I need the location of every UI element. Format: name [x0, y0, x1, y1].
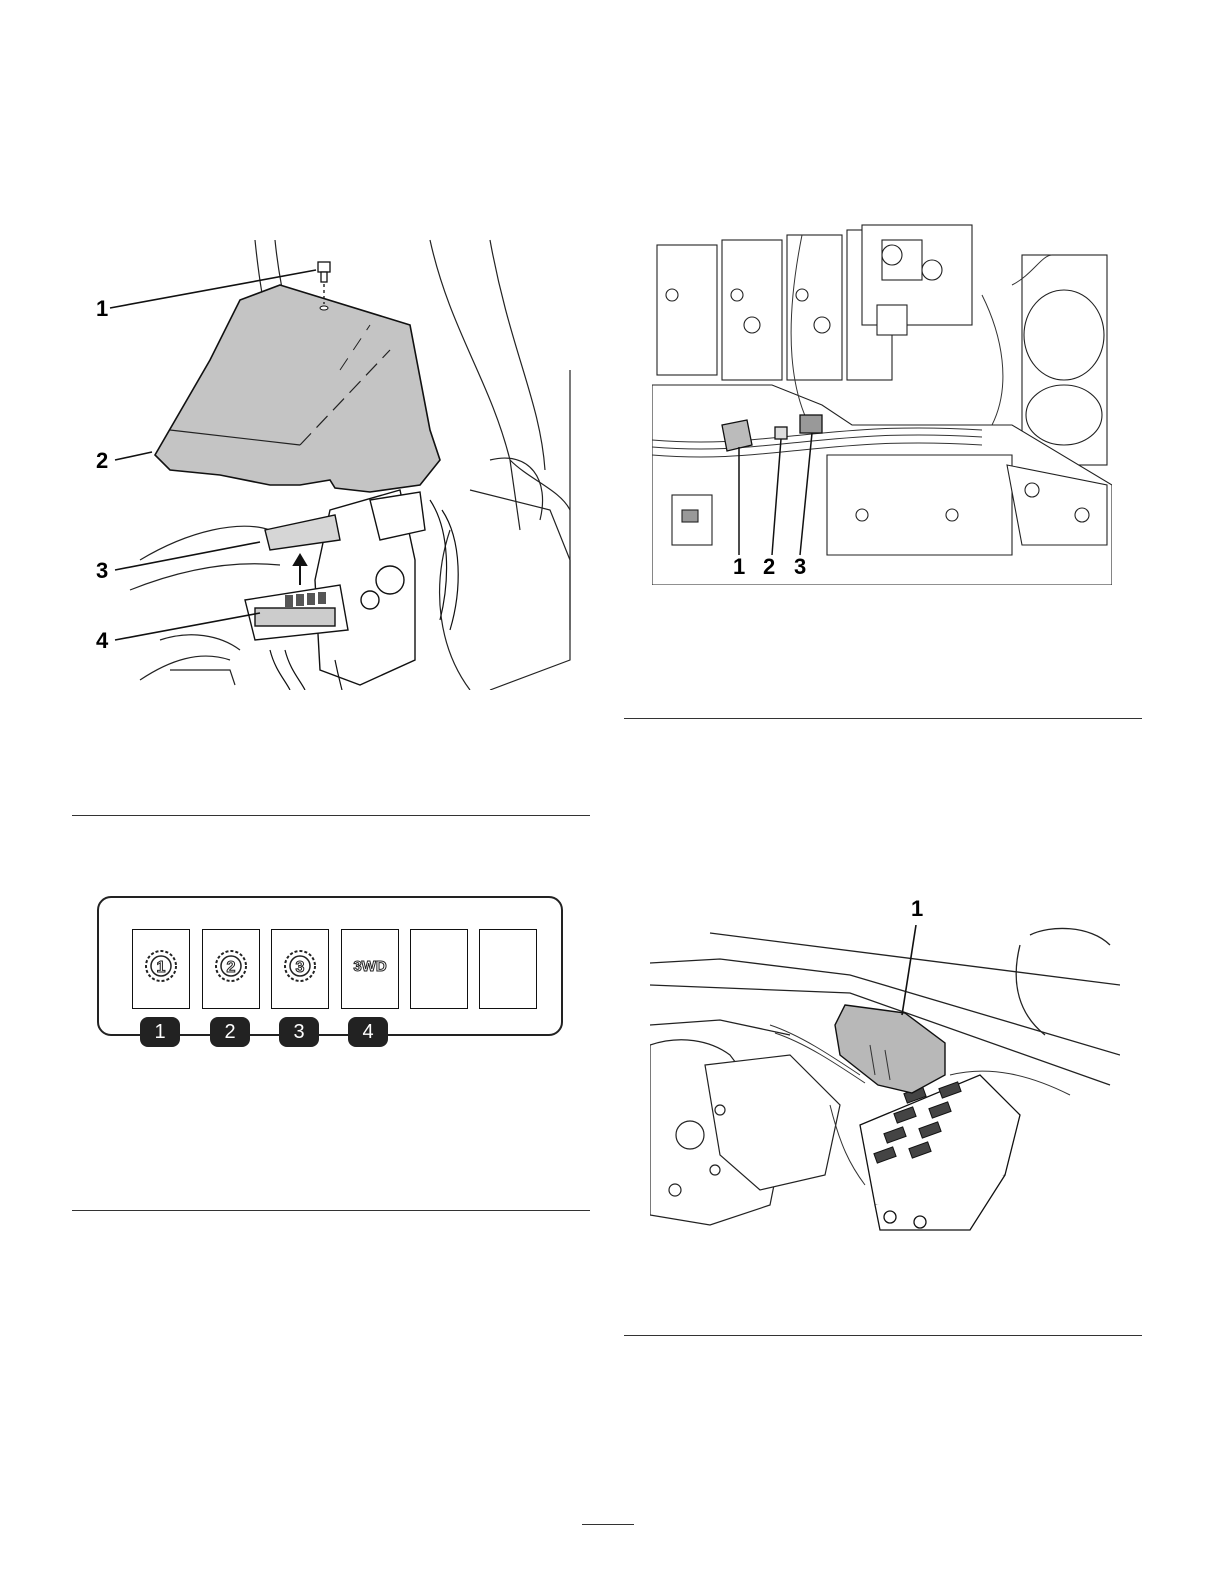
callout-3: 3 [96, 560, 108, 582]
badge-1: 1 [140, 1017, 180, 1047]
figure-divider [72, 1210, 590, 1211]
indicator-box-2: 2 [202, 929, 260, 1009]
badge-1-label: 1 [154, 1021, 165, 1043]
footer-rule [582, 1524, 634, 1525]
callout-1: 1 [96, 298, 108, 320]
gear-3-icon: 3 [272, 930, 328, 1008]
figure-divider [72, 815, 590, 816]
indicator-box-3wd: 3WD [341, 929, 399, 1009]
badge-4-label: 4 [362, 1021, 373, 1043]
badge-2: 2 [210, 1017, 250, 1047]
gear-3-label: 3 [296, 959, 305, 976]
badge-3-label: 3 [293, 1021, 304, 1043]
indicator-box-1: 1 [132, 929, 190, 1009]
gear-2-icon: 2 [203, 930, 259, 1008]
figure-divider [624, 718, 1142, 719]
callout-3: 3 [794, 556, 806, 578]
gear-1-label: 1 [157, 959, 166, 976]
callout-2: 2 [96, 450, 108, 472]
gear-2-label: 2 [227, 959, 236, 976]
three-wheel-drive-label: 3WD [342, 958, 398, 975]
indicator-box-3: 3 [271, 929, 329, 1009]
harness-illustration [652, 215, 1112, 585]
callout-2: 2 [763, 556, 775, 578]
gear-1-icon: 1 [133, 930, 189, 1008]
indicator-box-blank-2 [479, 929, 537, 1009]
fuse-block-illustration [650, 925, 1120, 1245]
badge-3: 3 [279, 1017, 319, 1047]
callout-1: 1 [911, 898, 923, 920]
cover-illustration [70, 230, 590, 690]
indicator-box-blank-1 [410, 929, 468, 1009]
badge-2-label: 2 [224, 1021, 235, 1043]
callout-4: 4 [96, 630, 108, 652]
callout-1: 1 [733, 556, 745, 578]
badge-4: 4 [348, 1017, 388, 1047]
figure-divider [624, 1335, 1142, 1336]
